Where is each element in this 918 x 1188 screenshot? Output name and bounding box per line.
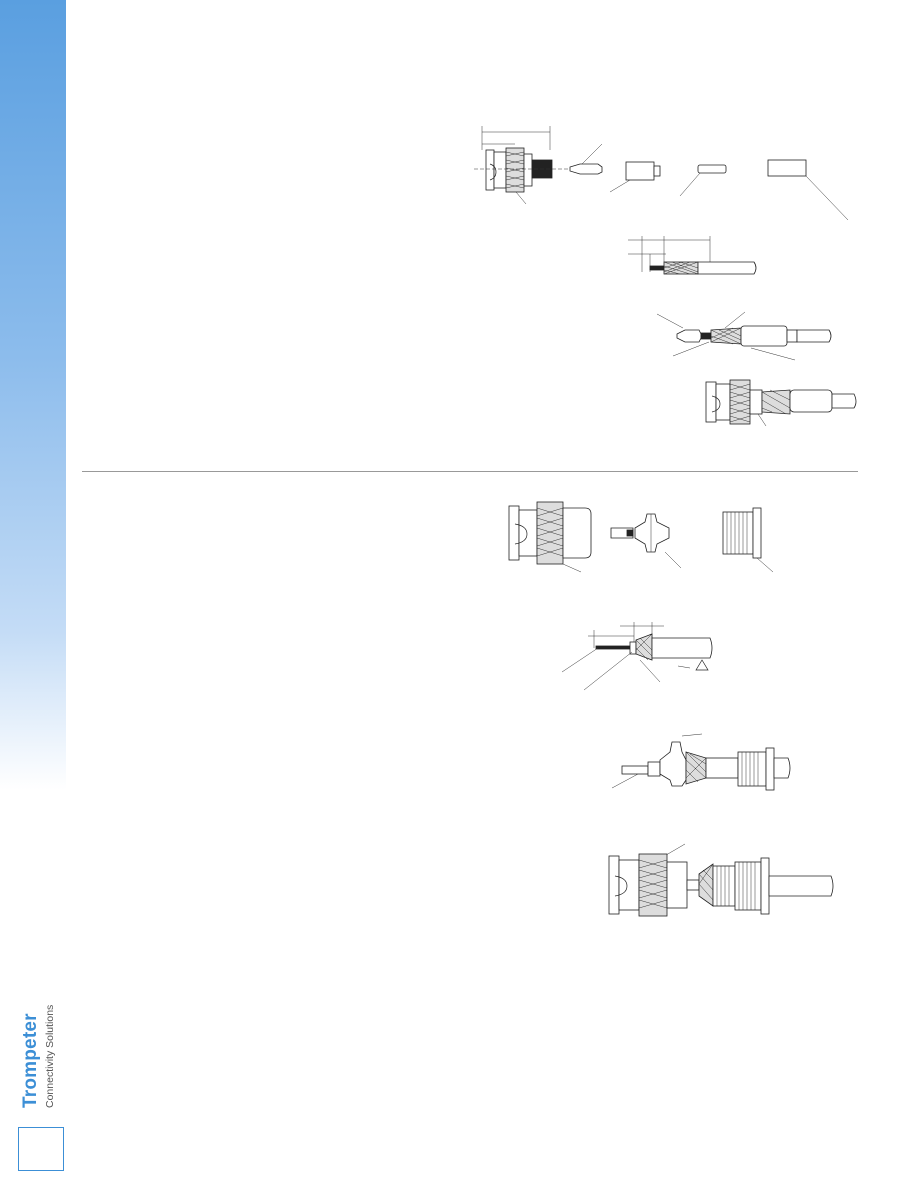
page-number-box: [18, 1127, 64, 1171]
clamp-connector-parts: [508, 501, 774, 573]
section-divider: [82, 471, 858, 472]
connector-parts-exploded: [474, 126, 849, 221]
sidebar-gradient-band: [0, 0, 66, 790]
clamp-subassembly: [611, 733, 791, 791]
clamp-final-assembly: [608, 843, 834, 917]
brand-name: Trompeter: [20, 1013, 41, 1108]
cable-with-pin-and-ferrule: [656, 311, 832, 361]
cable-strip-dimensions: [628, 236, 757, 275]
brand-logo: Trompeter Connectivity Solutions: [14, 990, 64, 1110]
brand-subtitle: Connectivity Solutions: [44, 1004, 56, 1108]
clamp-cable-strip: [561, 622, 713, 691]
crimped-connector-assembly: [705, 379, 857, 427]
